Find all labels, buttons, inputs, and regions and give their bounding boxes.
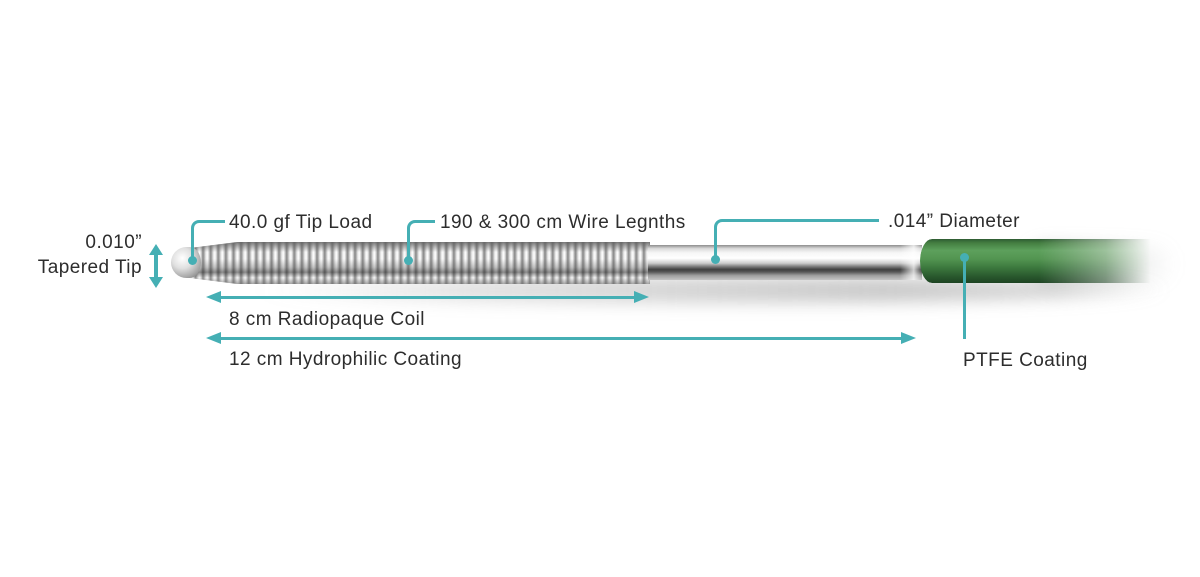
radiopaque-coil-label: 8 cm Radiopaque Coil — [229, 309, 425, 330]
ptfe-leader-line — [963, 258, 966, 339]
radiopaque-coil-section — [181, 242, 650, 284]
arrow-shaft — [154, 255, 158, 277]
arrow-left-icon — [206, 332, 221, 344]
tapered-tip-text: Tapered Tip — [37, 257, 142, 278]
tip-load-leader-line — [191, 220, 225, 263]
ptfe-coating-section — [920, 239, 1158, 283]
arrow-shaft — [218, 296, 637, 299]
arrow-down-icon — [149, 277, 163, 288]
polished-shaft-section — [648, 245, 922, 280]
arrow-right-icon — [634, 291, 649, 303]
wire-lengths-leader-line — [407, 220, 435, 263]
wire-lengths-anchor-dot — [404, 256, 413, 265]
ptfe-anchor-dot — [960, 253, 969, 262]
hydrophilic-coating-measure-arrow — [206, 332, 916, 345]
arrow-right-icon — [901, 332, 916, 344]
arrow-up-icon — [149, 244, 163, 255]
hydrophilic-coating-label: 12 cm Hydrophilic Coating — [229, 349, 463, 370]
diameter-leader-line — [714, 219, 879, 262]
arrow-left-icon — [206, 291, 221, 303]
arrow-shaft — [218, 337, 904, 340]
tapered-tip-size-text: 0.010” — [85, 232, 142, 253]
radiopaque-coil-measure-arrow — [206, 291, 649, 304]
diameter-anchor-dot — [711, 255, 720, 264]
tapered-tip-dimension-arrow — [149, 244, 163, 288]
wire-lengths-label: 190 & 300 cm Wire Legnths — [440, 212, 686, 233]
tip-load-anchor-dot — [188, 256, 197, 265]
tapered-tip-label: 0.010” Tapered Tip — [18, 230, 142, 280]
diameter-label: .014” Diameter — [888, 211, 1020, 232]
tip-load-label: 40.0 gf Tip Load — [229, 212, 373, 233]
ptfe-coating-label: PTFE Coating — [963, 350, 1088, 371]
